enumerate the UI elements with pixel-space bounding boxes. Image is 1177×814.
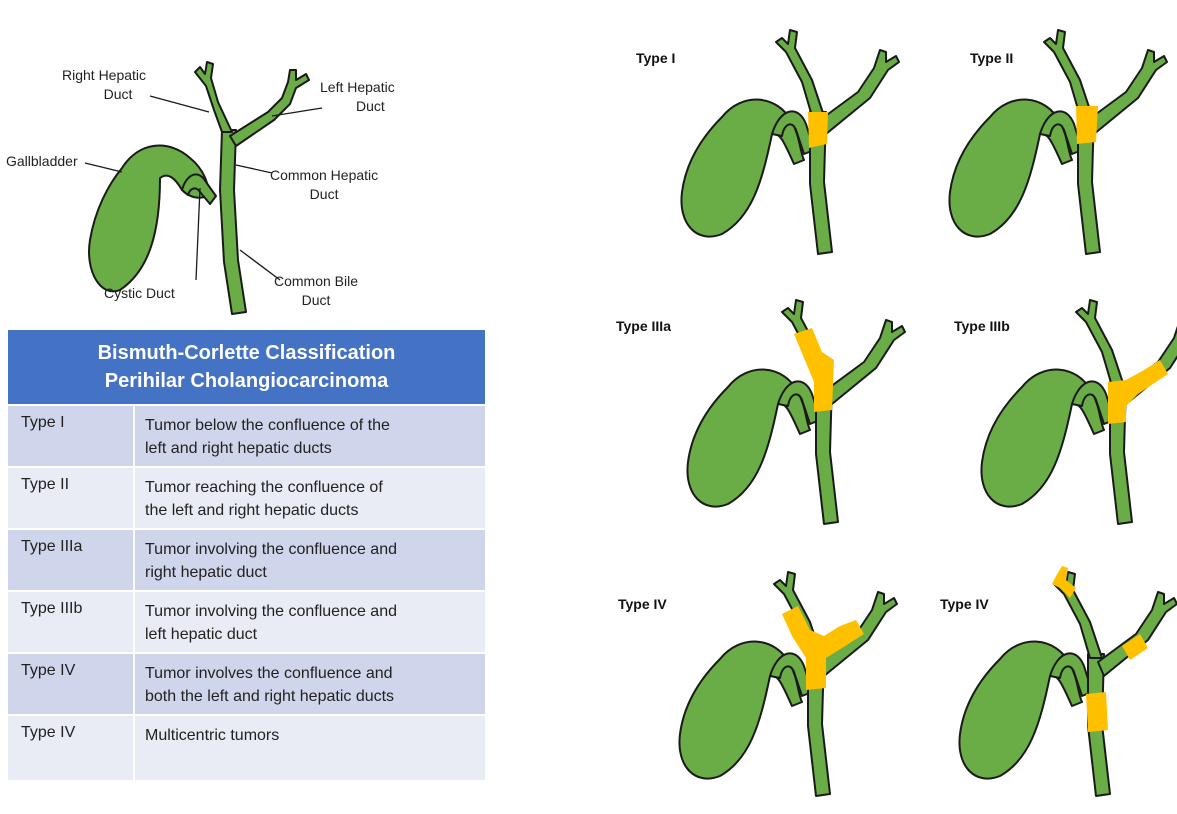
panel-type-3b: Type IIIb	[880, 282, 1170, 542]
label-line: Gallbladder	[6, 152, 78, 171]
description-line: left hepatic duct	[145, 623, 477, 646]
table-row: Type IV Tumor involves the confluence an…	[8, 652, 485, 714]
description-line: Multicentric tumors	[145, 724, 477, 747]
label-line: Cystic Duct	[104, 284, 175, 303]
cystic-duct-label: Cystic Duct	[104, 284, 175, 303]
label-line: Common Hepatic	[270, 166, 378, 185]
table-header: Bismuth-Corlette Classification Perihila…	[8, 330, 485, 404]
description-cell: Tumor below the confluence of the left a…	[135, 406, 485, 466]
panel-type-4: Type IV	[600, 554, 890, 814]
table-row: Type I Tumor below the confluence of the…	[8, 404, 485, 466]
label-line: Right Hepatic	[62, 66, 146, 85]
description-cell: Tumor involving the confluence and right…	[135, 530, 485, 590]
label-line: Duct	[274, 291, 358, 310]
right-hepatic-duct-shape	[195, 62, 232, 132]
panel-type-1: Type I	[612, 12, 902, 272]
description-line: both the left and right hepatic ducts	[145, 685, 477, 708]
tumor-region	[1086, 692, 1108, 732]
common-duct-shape	[220, 130, 246, 314]
table-row: Type IIIa Tumor involving the confluence…	[8, 528, 485, 590]
duct-illustration	[612, 12, 912, 282]
description-cell: Tumor reaching the confluence of the lef…	[135, 468, 485, 528]
panel-type-3a: Type IIIa	[596, 282, 886, 542]
description-line: Tumor below the confluence of the	[145, 414, 477, 437]
label-line: Duct	[270, 185, 378, 204]
description-line: the left and right hepatic ducts	[145, 499, 477, 522]
table-row: Type IIIb Tumor involving the confluence…	[8, 590, 485, 652]
description-line: Tumor involving the confluence and	[145, 600, 477, 623]
left-hepatic-duct-shape	[1088, 50, 1167, 134]
type-cell: Type IIIa	[8, 530, 135, 590]
type-cell: Type IV	[8, 716, 135, 780]
duct-illustration	[880, 12, 1177, 282]
table-title-line2: Perihilar Cholangiocarcinoma	[8, 367, 485, 395]
left-hepatic-duct-shape	[1098, 592, 1177, 676]
description-line: Tumor involves the confluence and	[145, 662, 477, 685]
common-bile-duct-label: Common Bile Duct	[274, 272, 358, 310]
type-cell: Type IV	[8, 654, 135, 714]
label-line: Common Bile	[274, 272, 358, 291]
type-cell: Type IIIb	[8, 592, 135, 652]
table-title-line1: Bismuth-Corlette Classification	[8, 339, 485, 367]
gallbladder-label: Gallbladder	[6, 152, 78, 171]
label-line: Left Hepatic	[320, 78, 395, 97]
duct-illustration	[610, 554, 910, 814]
duct-illustration	[912, 282, 1177, 552]
description-cell: Tumor involves the confluence and both t…	[135, 654, 485, 714]
right-hepatic-duct-shape	[1076, 300, 1124, 386]
left-hepatic-duct-shape	[230, 70, 309, 146]
description-line: Tumor reaching the confluence of	[145, 476, 477, 499]
description-cell: Tumor involving the confluence and left …	[135, 592, 485, 652]
right-hepatic-duct-label: Right Hepatic Duct	[62, 66, 146, 104]
common-hepatic-duct-label: Common Hepatic Duct	[270, 166, 378, 204]
tumor-region	[808, 112, 828, 148]
description-line: left and right hepatic ducts	[145, 437, 477, 460]
tumor-region	[1076, 106, 1098, 144]
description-cell: Multicentric tumors	[135, 716, 485, 780]
left-hepatic-duct-label: Left Hepatic Duct	[320, 78, 395, 116]
gallbladder-shape	[89, 146, 210, 292]
duct-illustration	[618, 282, 918, 552]
table-row: Type IV Multicentric tumors	[8, 714, 485, 780]
right-hepatic-duct-shape	[776, 30, 824, 116]
table-row: Type II Tumor reaching the confluence of…	[8, 466, 485, 528]
right-hepatic-duct-shape	[1044, 30, 1092, 116]
type-cell: Type I	[8, 406, 135, 466]
panel-type-4-multicentric: Type IV	[880, 554, 1170, 814]
type-cell: Type II	[8, 468, 135, 528]
panel-type-2: Type II	[880, 12, 1170, 272]
label-line: Duct	[320, 97, 395, 116]
duct-illustration	[890, 554, 1177, 807]
description-line: Tumor involving the confluence and	[145, 538, 477, 561]
description-line: right hepatic duct	[145, 561, 477, 584]
label-line: Duct	[62, 85, 146, 104]
classification-table: Bismuth-Corlette Classification Perihila…	[8, 330, 485, 780]
